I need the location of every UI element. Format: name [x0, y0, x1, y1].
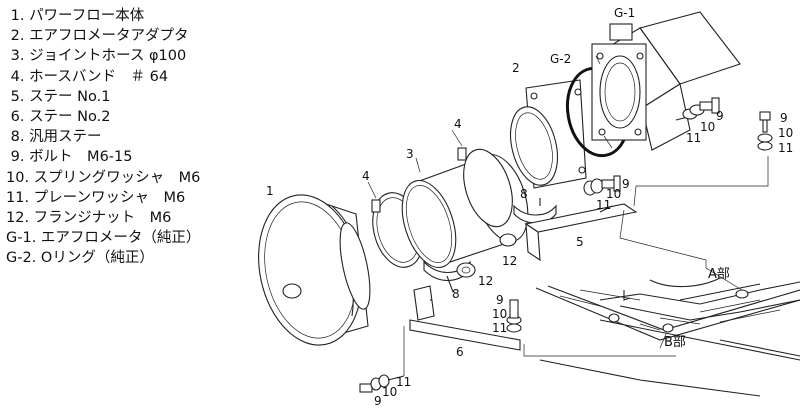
- parts-list-item: G-2. Oリング（純正）: [6, 250, 154, 267]
- callout-8-lower: 8: [452, 287, 460, 301]
- bolt-set-right: [757, 111, 773, 151]
- callout-3: 3: [406, 147, 414, 161]
- section-b-label: B部: [664, 335, 686, 350]
- section-a-label: A部: [708, 267, 730, 282]
- callout-2: 2: [512, 61, 520, 75]
- callout-11-right: 11: [778, 141, 793, 155]
- g1-airflow-meter: [591, 11, 741, 151]
- part-8-stay-middle: [513, 198, 557, 224]
- part-4-hose-band-right: [457, 147, 513, 228]
- callout-10-stay6: 10: [492, 307, 507, 321]
- part-12-flange-nut-lower: [456, 262, 476, 278]
- bolt-set-g1: [682, 97, 720, 120]
- parts-list-item: 10. スプリングワッシャ M6: [6, 169, 201, 186]
- callout-11-lower: 11: [396, 375, 411, 389]
- callout-10-lower: 10: [382, 385, 397, 399]
- callout-4-lower: 4: [362, 169, 370, 183]
- callout-9-g1: 9: [716, 109, 724, 123]
- parts-list-item: 4. ホースバンド ＃ 64: [6, 68, 169, 85]
- callout-11-g1: 11: [686, 131, 701, 145]
- callout-8-middle: 8: [520, 187, 528, 201]
- callout-6: 6: [456, 345, 464, 359]
- parts-list-item: G-1. エアフロメータ（純正）: [6, 230, 201, 247]
- parts-list-item: 11. プレーンワッシャ M6: [6, 189, 186, 206]
- callout-10-g1: 10: [700, 120, 715, 134]
- part-1-power-flow-body: [258, 194, 371, 346]
- parts-list-item: 8. 汎用ステー: [6, 129, 102, 146]
- parts-list: 1. パワーフロー本体 2. エアフロメータアダプタ 3. ジョイントホース φ…: [6, 6, 200, 269]
- part-2-airflow-meter-adapter: [510, 79, 587, 189]
- parts-list-item: 9. ボルト M6-15: [6, 149, 133, 166]
- callout-12-lower: 12: [478, 274, 493, 288]
- callout-5: 5: [576, 235, 584, 249]
- part-6-stay-no2: [409, 285, 522, 351]
- parts-list-item: 1. パワーフロー本体: [6, 8, 145, 24]
- callout-9-stay6: 9: [496, 293, 504, 307]
- callout-9-stay5: 9: [622, 177, 630, 191]
- vehicle-body-section: [535, 277, 800, 397]
- callout-11-stay6: 11: [492, 321, 507, 335]
- parts-list-item: 3. ジョイントホース φ100: [6, 48, 187, 65]
- parts-list-item: 5. ステー No.1: [6, 88, 111, 105]
- callout-9-lower: 9: [374, 394, 382, 408]
- callout-g2: G-2: [550, 52, 571, 66]
- callout-10-right: 10: [778, 126, 793, 140]
- callout-9-right: 9: [780, 111, 788, 125]
- callout-4-upper: 4: [454, 117, 462, 131]
- leader-lines: [367, 55, 769, 376]
- callout-12-stay: 12: [502, 254, 517, 268]
- callout-11-stay5: 11: [596, 198, 611, 212]
- part-5-stay-no1: [499, 203, 638, 262]
- callout-1: 1: [266, 184, 274, 198]
- parts-list-item: 12. フランジナット M6: [6, 210, 172, 227]
- callout-10-stay5: 10: [606, 187, 621, 201]
- bolt-set-stay5: [583, 175, 621, 196]
- parts-list-item: 6. ステー No.2: [6, 109, 111, 126]
- callout-g1: G-1: [614, 6, 635, 20]
- bolt-set-lower: [359, 374, 405, 393]
- parts-list-item: 2. エアフロメータアダプタ: [6, 28, 189, 45]
